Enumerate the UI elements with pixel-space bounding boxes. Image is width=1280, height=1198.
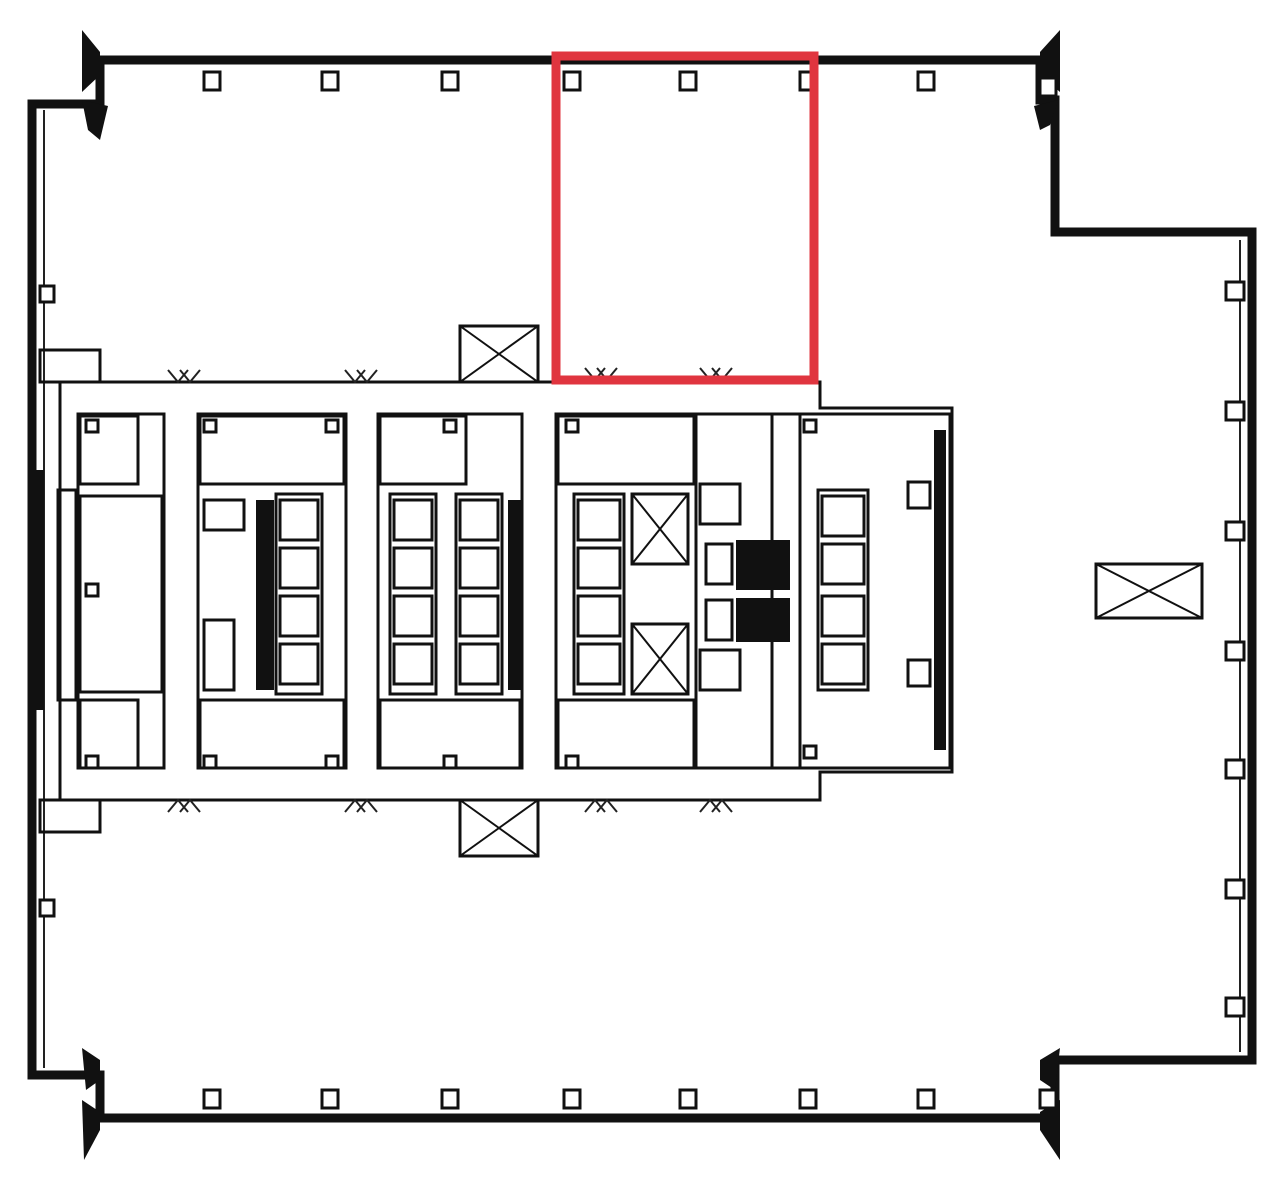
core-block-4 — [554, 412, 698, 770]
core-block-2 — [196, 412, 348, 770]
core-block-3 — [376, 412, 524, 770]
highlighted-unit[interactable] — [551, 51, 819, 385]
shaft-top — [458, 324, 540, 384]
core-block-6 — [770, 412, 952, 770]
shaft-bottom — [458, 798, 540, 858]
shaft-east — [1094, 562, 1204, 620]
corner-buttresses — [82, 30, 1060, 1160]
outer-walls — [27, 55, 1257, 1123]
columns-left — [38, 284, 56, 918]
core-block-5 — [694, 412, 818, 770]
columns-bottom — [202, 1088, 1058, 1110]
core-block-1 — [30, 348, 166, 834]
columns-top — [202, 70, 1058, 98]
columns-right — [1224, 280, 1246, 1018]
